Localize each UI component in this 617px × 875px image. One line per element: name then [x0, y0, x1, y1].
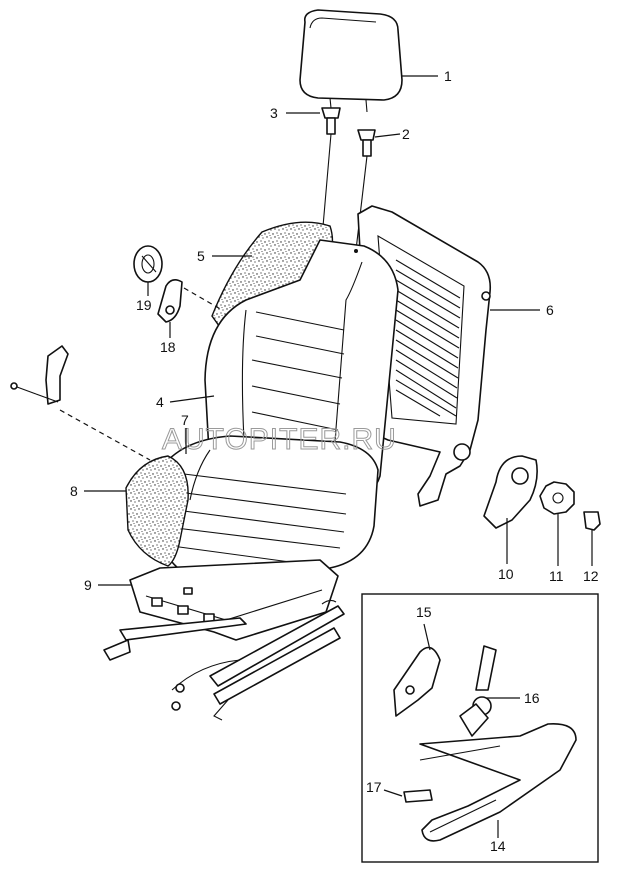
- callout-10: 10: [498, 566, 514, 582]
- callout-11: 11: [549, 568, 564, 584]
- cover-part-18: [157, 278, 183, 323]
- callout-5: 5: [197, 248, 205, 264]
- callout-3: 3: [270, 105, 278, 121]
- callout-1: 1: [444, 68, 452, 84]
- seat-cushion-cover-part: [159, 435, 379, 582]
- callout-6: 6: [546, 302, 554, 318]
- callout-17: 17: [366, 779, 382, 795]
- callout-12: 12: [583, 568, 599, 584]
- callout-9: 9: [84, 577, 92, 593]
- seatback-frame-springs: [395, 259, 461, 417]
- headrest-part: [299, 9, 403, 113]
- recline-lever-part: [10, 345, 69, 405]
- cover-dashed-line: [183, 287, 223, 311]
- clip-part-17: [403, 789, 433, 803]
- knob-part-19: [133, 245, 163, 283]
- callout-16: 16: [524, 690, 540, 706]
- callout-7: 7: [181, 412, 189, 428]
- headrest-stay-line-left: [321, 133, 332, 239]
- recliner-knob-part-11: [539, 481, 575, 515]
- lever-dashed-line: [59, 409, 151, 461]
- detail-box: [361, 593, 599, 863]
- callout-14: 14: [490, 838, 506, 854]
- headrest-stay-line-right: [355, 155, 368, 251]
- cover-part-15: [393, 646, 441, 717]
- callout-4: 4: [156, 394, 164, 410]
- seat-cushion-pad-part: [125, 455, 189, 567]
- recliner-cover-part-10: [483, 455, 538, 529]
- callout-19: 19: [136, 297, 152, 313]
- side-cover-part-14: [419, 723, 577, 842]
- callout-15: 15: [416, 604, 432, 620]
- callout-8: 8: [70, 483, 78, 499]
- lever-assembly-part-16: [459, 645, 497, 737]
- callout-2: 2: [402, 126, 410, 142]
- callout-18: 18: [160, 339, 176, 355]
- seat-track-rails-part: [103, 599, 345, 721]
- headrest-guide-left-part: [321, 107, 341, 135]
- cap-part-12: [583, 511, 601, 531]
- headrest-guide-right-part: [357, 129, 376, 157]
- watermark-text: AUTOPITER.RU: [162, 423, 397, 456]
- leader-lines: [84, 75, 593, 838]
